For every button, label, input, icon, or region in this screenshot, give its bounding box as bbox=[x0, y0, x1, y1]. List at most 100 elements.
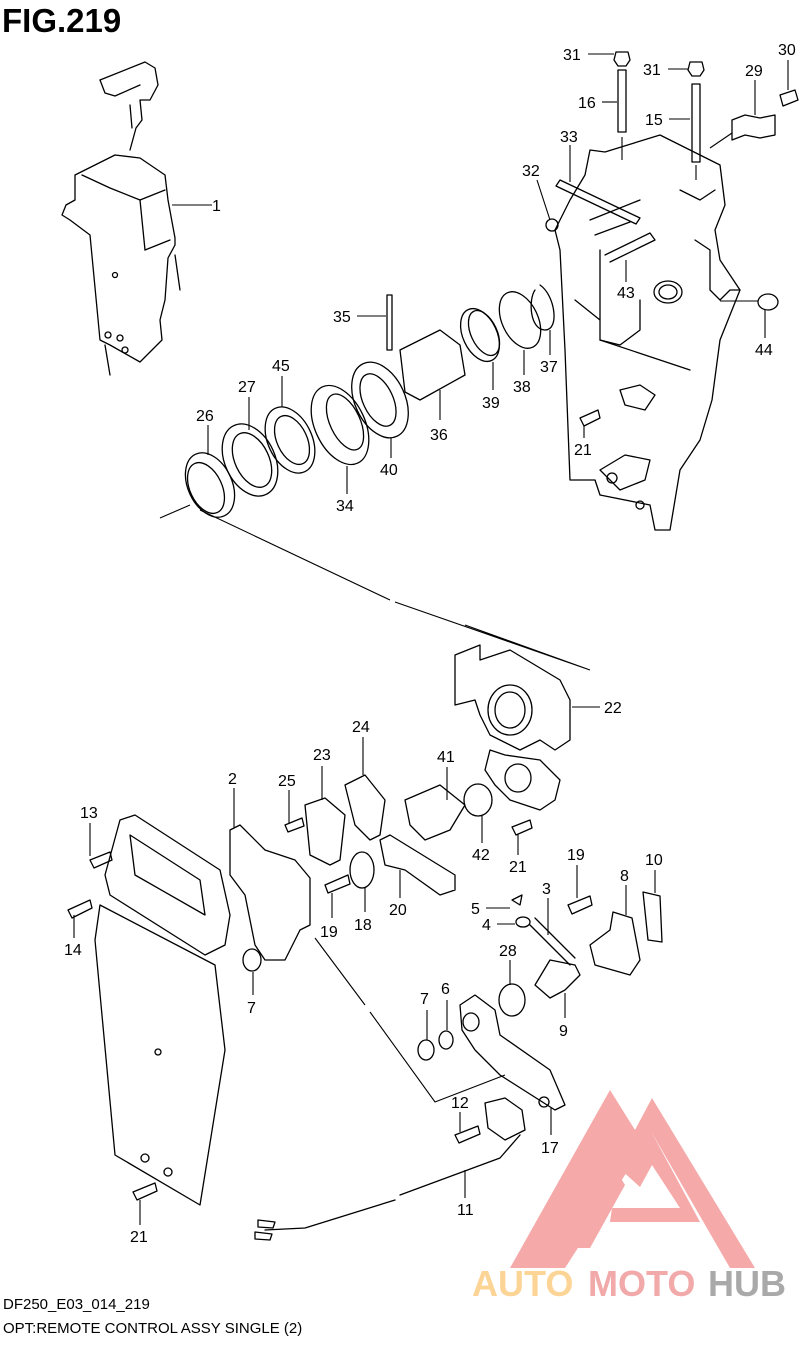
part-11-wire bbox=[264, 1134, 521, 1231]
callout-9: 9 bbox=[559, 1023, 568, 1040]
watermark-moto: MOTO bbox=[588, 1263, 695, 1304]
callout-44: 44 bbox=[755, 342, 773, 359]
part-33-rod bbox=[555, 179, 641, 225]
watermark-hub: HUB bbox=[708, 1263, 786, 1304]
part-41-cam bbox=[404, 784, 466, 841]
callout-34: 34 bbox=[336, 498, 354, 515]
callout-43: 43 bbox=[617, 285, 635, 302]
part-10-plate bbox=[642, 891, 663, 943]
part-22-cover bbox=[454, 644, 571, 811]
part-36-drum bbox=[399, 329, 466, 401]
part-6-washer bbox=[438, 1030, 454, 1050]
callout-19b: 19 bbox=[567, 847, 585, 864]
callout-40: 40 bbox=[380, 462, 398, 479]
callout-21a: 21 bbox=[574, 442, 592, 459]
callout-36: 36 bbox=[430, 427, 448, 444]
callout-41: 41 bbox=[437, 749, 455, 766]
callout-38: 38 bbox=[513, 379, 531, 396]
callout-8: 8 bbox=[620, 868, 629, 885]
part-45-ring bbox=[264, 406, 316, 474]
callout-17: 17 bbox=[541, 1140, 559, 1157]
callout-31b: 31 bbox=[643, 62, 661, 79]
callout-26: 26 bbox=[196, 408, 214, 425]
part-31-nut-a bbox=[613, 51, 631, 67]
callout-6: 6 bbox=[441, 981, 450, 998]
part-24-plate bbox=[344, 774, 386, 841]
part-19-screw-a bbox=[324, 874, 351, 894]
watermark-auto: AUTO bbox=[472, 1263, 573, 1304]
callout-3: 3 bbox=[542, 881, 551, 898]
main-housing bbox=[554, 134, 741, 531]
callout-13: 13 bbox=[80, 805, 98, 822]
part-43-pin bbox=[604, 232, 656, 263]
assembly-guide-line bbox=[159, 504, 591, 671]
part-14-screw bbox=[67, 899, 93, 919]
switch bbox=[484, 1097, 526, 1141]
part-8-bracket bbox=[589, 911, 641, 976]
callout-39: 39 bbox=[482, 395, 500, 412]
callout-31a: 31 bbox=[563, 47, 581, 64]
callout-15: 15 bbox=[645, 112, 663, 129]
part-12-screw bbox=[454, 1125, 481, 1144]
part-30-screw bbox=[779, 89, 799, 107]
part-21-screw-b bbox=[511, 819, 533, 836]
part-7-ring-b bbox=[417, 1039, 435, 1061]
figure-caption: OPT:REMOTE CONTROL ASSY SINGLE (2) bbox=[3, 1320, 303, 1337]
part-35-pin bbox=[386, 294, 393, 351]
callout-1: 1 bbox=[212, 198, 221, 215]
part-5-clip bbox=[511, 894, 523, 906]
callout-18: 18 bbox=[354, 917, 372, 934]
part-44-cap bbox=[757, 293, 779, 311]
part-26-ring bbox=[184, 452, 236, 518]
part-29-bracket bbox=[731, 114, 776, 141]
part-16-stud bbox=[617, 69, 627, 133]
watermark-logo: AUTO MOTO HUB bbox=[472, 1090, 786, 1304]
callout-7b: 7 bbox=[420, 991, 429, 1008]
callout-33: 33 bbox=[560, 129, 578, 146]
callout-12: 12 bbox=[451, 1095, 469, 1112]
part-4-washer bbox=[515, 916, 531, 928]
part-15-stud bbox=[691, 83, 701, 163]
part-42-bushing bbox=[463, 783, 493, 817]
callout-23: 23 bbox=[313, 747, 331, 764]
part-18-washer bbox=[349, 851, 375, 889]
part-21-screw-a bbox=[579, 409, 601, 427]
callout-21c: 21 bbox=[130, 1229, 148, 1246]
callout-28: 28 bbox=[499, 943, 517, 960]
callout-21b: 21 bbox=[509, 859, 527, 876]
callout-4: 4 bbox=[482, 917, 491, 934]
callout-42: 42 bbox=[472, 847, 490, 864]
callout-35: 35 bbox=[333, 309, 351, 326]
callout-10: 10 bbox=[645, 852, 663, 869]
callout-24: 24 bbox=[352, 719, 370, 736]
callout-37: 37 bbox=[540, 359, 558, 376]
part-38-washer bbox=[498, 291, 542, 349]
callout-19a: 19 bbox=[320, 924, 338, 941]
callout-11: 11 bbox=[457, 1202, 474, 1219]
figure-title: FIG.219 bbox=[2, 2, 122, 39]
control-frame bbox=[104, 814, 231, 956]
callout-22: 22 bbox=[604, 700, 622, 717]
part-25-screw bbox=[284, 817, 305, 833]
part-34-gear bbox=[310, 384, 370, 466]
part-2-bracket bbox=[229, 824, 311, 961]
callout-2: 2 bbox=[228, 771, 237, 788]
part-7-ring-a bbox=[242, 948, 262, 972]
part-40-washer bbox=[351, 361, 409, 439]
part-3-shaft bbox=[529, 917, 576, 966]
callout-32: 32 bbox=[522, 163, 540, 180]
part-32-plug bbox=[545, 218, 559, 232]
part-23-plate bbox=[304, 797, 346, 866]
callout-30: 30 bbox=[778, 42, 796, 59]
part-37-snap-ring bbox=[530, 284, 555, 331]
part-20-lever bbox=[379, 834, 456, 896]
callout-5: 5 bbox=[471, 901, 480, 918]
part-27-plate bbox=[221, 423, 279, 497]
callout-7a: 7 bbox=[247, 1000, 256, 1017]
cover-plate bbox=[94, 904, 226, 1206]
figure-code: DF250_E03_014_219 bbox=[3, 1296, 150, 1313]
part-19-screw-b bbox=[567, 895, 593, 915]
callout-20: 20 bbox=[389, 902, 407, 919]
part-21-screw-c bbox=[132, 1182, 158, 1201]
